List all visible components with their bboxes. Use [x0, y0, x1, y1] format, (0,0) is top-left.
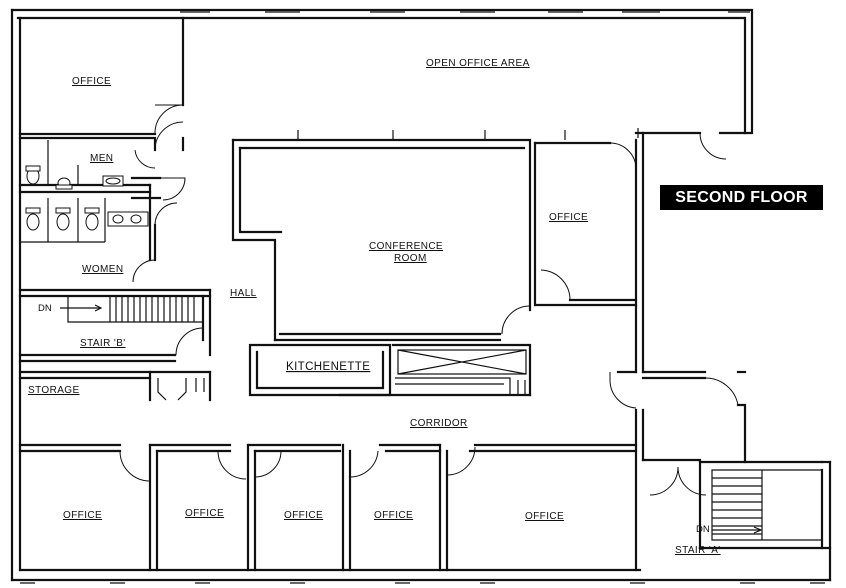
label-stair-b: STAIR 'B'	[80, 338, 126, 349]
south-walls	[18, 370, 747, 572]
label-office-s4: OFFICE	[374, 510, 413, 521]
label-office-s5: OFFICE	[525, 511, 564, 522]
label-stair-a-dn: DN	[696, 524, 710, 535]
storage-walls	[18, 370, 212, 402]
north-walls	[18, 16, 747, 374]
label-conference: CONFERENCE	[369, 241, 443, 252]
restroom-walls	[18, 138, 212, 298]
label-office-s1: OFFICE	[63, 510, 102, 521]
exterior-walls	[10, 8, 832, 584]
label-women: WOMEN	[82, 264, 123, 275]
label-stair-a: STAIR 'A'	[675, 545, 721, 556]
label-office-s2: OFFICE	[185, 508, 224, 519]
label-kitchenette: KITCHENETTE	[286, 361, 370, 373]
label-room: ROOM	[394, 253, 427, 264]
conference-room-walls	[231, 128, 639, 342]
stair-a	[711, 469, 823, 541]
floor-label-badge: SECOND FLOOR	[660, 185, 823, 210]
label-office-s3: OFFICE	[284, 510, 323, 521]
label-stair-b-dn: DN	[38, 303, 52, 314]
stair-b	[18, 288, 212, 363]
kitchenette-walls	[248, 343, 532, 397]
label-office-nw: OFFICE	[72, 76, 111, 87]
label-hall: HALL	[230, 288, 257, 299]
label-storage: STORAGE	[28, 385, 80, 396]
label-men: MEN	[90, 153, 113, 164]
label-open-office-area: OPEN OFFICE AREA	[426, 58, 530, 69]
door-swings	[119, 104, 739, 496]
label-office-mid: OFFICE	[549, 212, 588, 223]
label-corridor: CORRIDOR	[410, 418, 468, 429]
